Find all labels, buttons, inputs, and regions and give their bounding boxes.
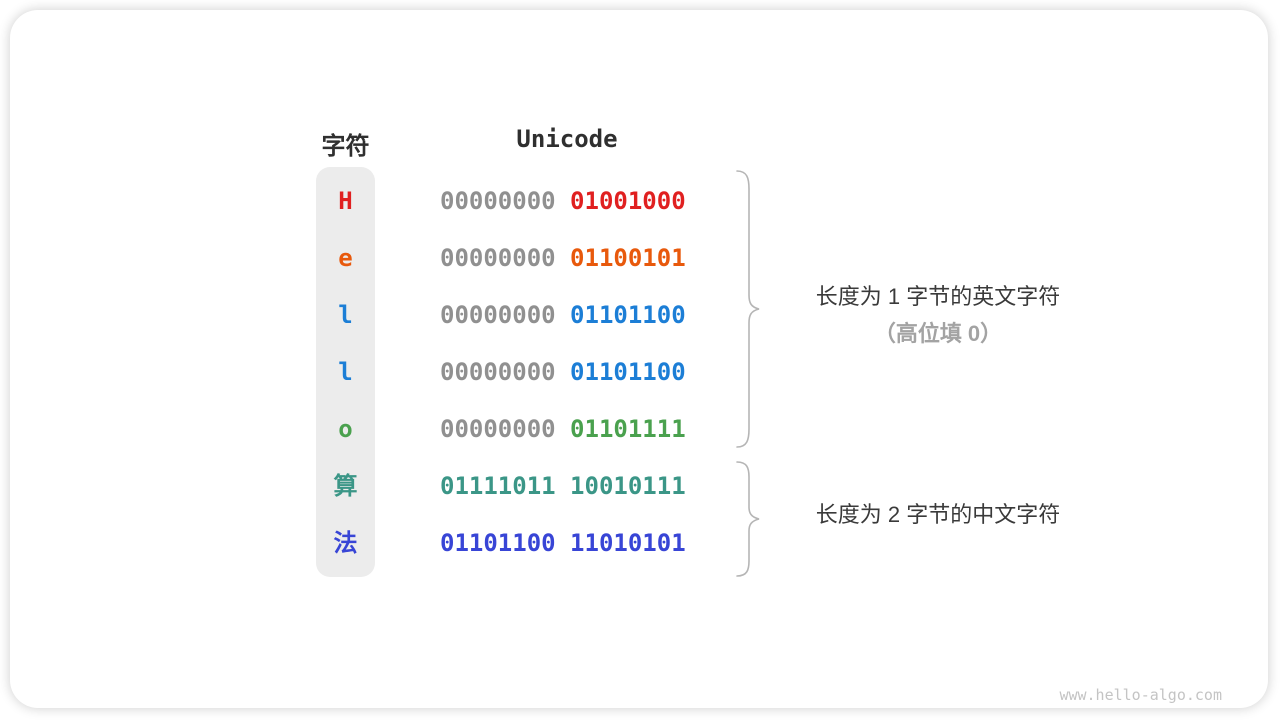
- byte-high: 00000000: [440, 301, 556, 329]
- figure-card: 字符 Unicode H 00000000 01001000 e 0000000…: [10, 10, 1268, 708]
- character-column-background: [316, 167, 375, 577]
- byte-low: 10010111: [570, 472, 686, 500]
- unicode-binary: 00000000 01100101: [440, 241, 686, 275]
- byte-low: 01101111: [570, 415, 686, 443]
- byte-high: 00000000: [440, 415, 556, 443]
- table-row: 法 01101100 11010101: [316, 526, 756, 560]
- annotation-english-chars: 长度为 1 字节的英文字符: [815, 284, 1061, 309]
- byte-low: 01101100: [570, 301, 686, 329]
- column-header-unicode: Unicode: [516, 125, 618, 153]
- byte-high: 00000000: [440, 244, 556, 272]
- unicode-binary: 00000000 01001000: [440, 184, 686, 218]
- table-row: H 00000000 01001000: [316, 184, 756, 218]
- character-cell: o: [338, 415, 353, 443]
- character-cell: 算: [333, 472, 358, 500]
- byte-low: 01001000: [570, 187, 686, 215]
- annotation-high-bits-zero: （高位填 0）: [873, 321, 1003, 346]
- character-cell: e: [338, 244, 353, 272]
- byte-high: 01111011: [440, 472, 556, 500]
- curly-brace-icon: [736, 170, 760, 448]
- table-row: 算 01111011 10010111: [316, 469, 756, 503]
- table-row: l 00000000 01101100: [316, 298, 756, 332]
- unicode-binary: 00000000 01101100: [440, 355, 686, 389]
- table-row: o 00000000 01101111: [316, 412, 756, 446]
- curly-brace-icon: [736, 461, 760, 577]
- byte-high: 00000000: [440, 358, 556, 386]
- unicode-binary: 01111011 10010111: [440, 469, 686, 503]
- byte-high: 00000000: [440, 187, 556, 215]
- byte-low: 01101100: [570, 358, 686, 386]
- byte-high: 01101100: [440, 529, 556, 557]
- character-cell: l: [338, 301, 353, 329]
- unicode-binary: 00000000 01101100: [440, 298, 686, 332]
- unicode-binary: 01101100 11010101: [440, 526, 686, 560]
- byte-low: 01100101: [570, 244, 686, 272]
- character-cell: 法: [333, 529, 358, 557]
- character-cell: H: [338, 187, 353, 215]
- table-row: l 00000000 01101100: [316, 355, 756, 389]
- annotation-chinese-chars: 长度为 2 字节的中文字符: [815, 502, 1061, 527]
- watermark: www.hello-algo.com: [1059, 686, 1222, 704]
- column-header-character: 字符: [321, 133, 370, 160]
- table-row: e 00000000 01100101: [316, 241, 756, 275]
- unicode-binary: 00000000 01101111: [440, 412, 686, 446]
- character-cell: l: [338, 358, 353, 386]
- byte-low: 11010101: [570, 529, 686, 557]
